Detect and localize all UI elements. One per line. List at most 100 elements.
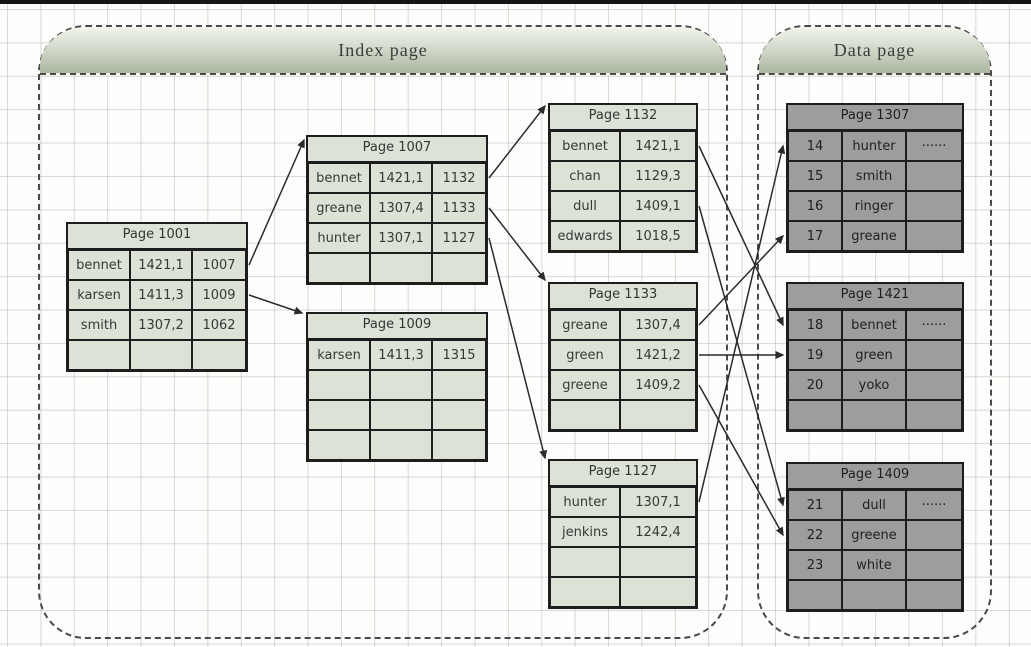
index-page-header-band: Index page [40,27,726,75]
table-cell: bennet [68,250,130,280]
table-cell: greene [550,370,620,400]
table-cell: chan [550,161,620,191]
table-cell: 1307,2 [130,310,192,340]
page-table-title: Page 1001 [66,222,248,248]
table-cell: 1133 [432,193,486,223]
page-table-title: Page 1127 [548,459,698,485]
table-cell [842,400,906,430]
table-cell: 1009 [192,280,246,310]
table-cell: ······ [906,310,962,340]
table-cell [906,550,962,580]
table-cell: ······ [906,131,962,161]
table-cell: dull [842,490,906,520]
table-cell [432,430,486,460]
table-cell: 1062 [192,310,246,340]
table-cell [906,580,962,610]
table-cell: 19 [788,340,842,370]
table-cell [906,161,962,191]
table-cell [906,520,962,550]
table-cell [620,547,696,577]
page-table-title: Page 1421 [786,282,964,308]
table-cell [906,340,962,370]
table-cell: ······ [906,490,962,520]
table-cell: dull [550,191,620,221]
table-cell: 1315 [432,340,486,370]
table-cell: 1132 [432,163,486,193]
table-cell: 1307,4 [370,193,432,223]
page-table-title: Page 1009 [306,312,488,338]
table-cell: 1307,1 [370,223,432,253]
table-cell: 1421,1 [620,131,696,161]
table-cell: edwards [550,221,620,251]
table-cell [906,370,962,400]
table-cell [432,253,486,283]
table-cell [906,400,962,430]
table-cell: green [550,340,620,370]
table-cell: 1421,1 [370,163,432,193]
table-cell: green [842,340,906,370]
table-cell: 18 [788,310,842,340]
table-cell: white [842,550,906,580]
table-cell [370,400,432,430]
table-cell: 1127 [432,223,486,253]
table-cell [906,191,962,221]
table-cell: 1307,4 [620,310,696,340]
table-cell [550,577,620,607]
index-page-label: Index page [338,39,428,60]
table-cell: greene [842,520,906,550]
table-cell [370,253,432,283]
table-cell: 1242,4 [620,517,696,547]
table-cell: 16 [788,191,842,221]
table-cell: 1307,1 [620,487,696,517]
table-cell: 1018,5 [620,221,696,251]
table-cell: jenkins [550,517,620,547]
page-table-title: Page 1133 [548,282,698,308]
data-page-header-band: Data page [759,27,990,75]
table-cell: smith [68,310,130,340]
table-cell: 14 [788,131,842,161]
table-cell [550,400,620,430]
page-table-title: Page 1007 [306,135,488,161]
table-cell: yoko [842,370,906,400]
table-cell: bennet [550,131,620,161]
data-page-container: Data page [757,25,992,639]
table-cell [550,547,620,577]
table-cell [788,400,842,430]
table-cell [432,370,486,400]
table-cell: 1007 [192,250,246,280]
table-cell: 1421,1 [130,250,192,280]
table-cell: greane [550,310,620,340]
table-cell: bennet [842,310,906,340]
table-cell: 20 [788,370,842,400]
table-cell [308,253,370,283]
table-cell: bennet [308,163,370,193]
table-cell: karsen [68,280,130,310]
table-cell: 21 [788,490,842,520]
table-cell: hunter [842,131,906,161]
table-cell: 1411,3 [130,280,192,310]
table-cell: 1421,2 [620,340,696,370]
table-cell: 17 [788,221,842,251]
table-cell: 22 [788,520,842,550]
table-cell: 1129,3 [620,161,696,191]
table-cell [620,577,696,607]
page-table-title: Page 1409 [786,462,964,488]
table-cell [192,340,246,370]
table-cell [370,430,432,460]
top-border-strip [0,0,1031,4]
